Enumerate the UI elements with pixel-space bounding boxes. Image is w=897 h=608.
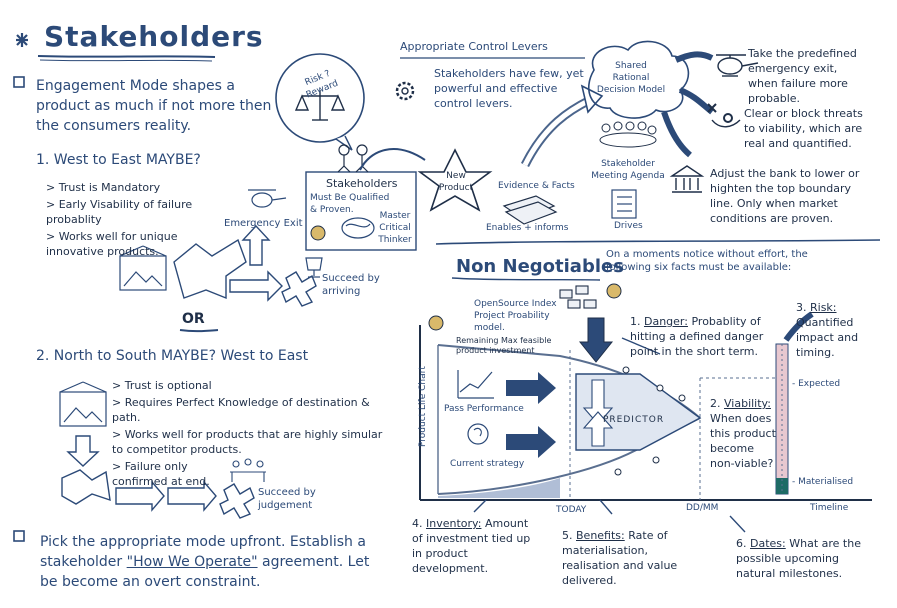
fact-risk: 3. Risk: Quantified impact and timing. bbox=[796, 301, 859, 359]
current-strategy-label: Current strategy bbox=[450, 459, 525, 469]
risk-reward-bubble bbox=[275, 53, 365, 151]
trophy-icon bbox=[305, 257, 323, 278]
helicopter-small-icon bbox=[248, 189, 287, 208]
bomb-icon bbox=[614, 366, 686, 476]
expected-label: - Expected bbox=[792, 379, 841, 389]
star-icon bbox=[417, 148, 493, 212]
today-label: TODAY bbox=[556, 505, 587, 515]
people-icon bbox=[337, 144, 369, 173]
checklist-icon bbox=[611, 189, 637, 219]
person-avatar-icon bbox=[310, 225, 326, 241]
list-item: Early Visability of failure probablity bbox=[46, 197, 231, 227]
materialised-label: - Materialised bbox=[792, 477, 854, 487]
gear-icon bbox=[395, 81, 415, 101]
fact-benefits: 5. Benefits: Rate of materialisation, re… bbox=[562, 529, 678, 587]
past-performance-label: Pass Performance bbox=[444, 404, 524, 414]
list-item: Failure only confirmed at end. bbox=[112, 459, 222, 489]
drives-label: Drives bbox=[614, 221, 643, 231]
emergency-exit-label: Emergency Exit bbox=[224, 218, 303, 229]
list-item: Works well for products that are highly … bbox=[112, 427, 392, 457]
timeline-label: Timeline bbox=[810, 503, 849, 513]
meeting-agenda-label: Stakeholder Meeting Agenda bbox=[591, 159, 665, 181]
fact-dates: 6. Dates: What are the possible upcoming… bbox=[736, 537, 861, 580]
list-item: Trust is optional bbox=[112, 378, 392, 393]
shared-model-label: Shared Rational Decision Model bbox=[596, 61, 666, 95]
trend-chart-icon bbox=[457, 370, 494, 399]
action-clear-threats: Clear or block threats to viability, whi… bbox=[744, 107, 863, 150]
master-thinker-label: Master Critical Thinker bbox=[378, 211, 412, 245]
mode1-list: Trust is Mandatory Early Visability of f… bbox=[46, 180, 231, 261]
mode1-heading: 1. West to East MAYBE? bbox=[36, 152, 201, 168]
non-negotiables-subtitle: On a moments notice without effort, the … bbox=[606, 249, 808, 273]
remaining-investment-label: Remaining Max feasible product investmen… bbox=[456, 336, 552, 355]
action-adjust-bank: Adjust the bank to lower or highten the … bbox=[710, 167, 860, 225]
fact-danger: 1. Danger: Probablity of hitting a defin… bbox=[630, 315, 764, 358]
mode2-list: Trust is optional Requires Perfect Knowl… bbox=[112, 378, 392, 491]
asterisk-icon bbox=[16, 33, 28, 47]
helicopter-icon bbox=[716, 54, 759, 77]
enables-label: Enables + informs bbox=[486, 223, 569, 233]
y-axis-label: Product Life Chart bbox=[418, 366, 428, 447]
person-avatar-icon bbox=[606, 283, 622, 299]
documents-icon bbox=[502, 195, 558, 225]
person-avatar-icon bbox=[428, 315, 444, 331]
levers-text: Stakeholders have few, yet powerful and … bbox=[434, 67, 584, 110]
or-label: OR bbox=[182, 311, 205, 327]
new-product-label: New Product bbox=[438, 171, 474, 193]
evidence-label: Evidence & Facts bbox=[498, 181, 575, 191]
play-strategy-icon bbox=[707, 103, 741, 128]
ddmm-label: DD/MM bbox=[686, 503, 719, 513]
bank-icon bbox=[669, 165, 705, 193]
non-negotiables-heading: Non Negotiables bbox=[456, 256, 624, 277]
meeting-icon bbox=[599, 121, 657, 148]
jigsaw-path bbox=[61, 469, 111, 505]
closing-text: Pick the appropriate mode upfront. Estab… bbox=[40, 534, 370, 590]
cross-icon bbox=[219, 483, 255, 519]
qualified-label: Must Be Qualified & Proven. bbox=[310, 193, 390, 215]
succeed-arriving-label: Succeed by arriving bbox=[322, 273, 380, 297]
opensource-label: OpenSource Index Project Proability mode… bbox=[474, 299, 557, 333]
list-item: Requires Perfect Knowledge of destinatio… bbox=[112, 395, 392, 425]
judges-icon bbox=[230, 458, 266, 482]
list-item: Works well for unique innovative product… bbox=[46, 229, 231, 259]
fact-inventory: 4. Inventory: Amount of investment tied … bbox=[412, 517, 531, 575]
checkbox-icon bbox=[13, 530, 25, 542]
checkbox-icon bbox=[13, 76, 25, 88]
mode2-heading: 2. North to South MAYBE? West to East bbox=[36, 348, 309, 364]
predictor-label: PREDICTOR bbox=[603, 415, 665, 425]
scales-icon bbox=[294, 90, 346, 121]
action-emergency-exit: Take the predefined emergency exit, when… bbox=[748, 47, 857, 105]
head-icon bbox=[467, 423, 489, 445]
intro-text: Engagement Mode shapes a product as much… bbox=[36, 78, 272, 134]
flowchart-icon bbox=[559, 285, 597, 309]
cross-icon bbox=[281, 271, 317, 307]
succeed-judgement-label: Succeed by judgement bbox=[258, 487, 316, 511]
brain-icon bbox=[341, 217, 375, 239]
list-item: Trust is Mandatory bbox=[46, 180, 231, 195]
page-title: Stakeholders bbox=[44, 20, 264, 53]
stakeholders-label: Stakeholders bbox=[326, 177, 398, 190]
levers-heading: Appropriate Control Levers bbox=[400, 40, 548, 53]
picture-frame-icon bbox=[59, 381, 107, 427]
fact-viability: 2. Viability: When does this product bec… bbox=[710, 397, 776, 470]
chart-axes bbox=[419, 325, 872, 501]
